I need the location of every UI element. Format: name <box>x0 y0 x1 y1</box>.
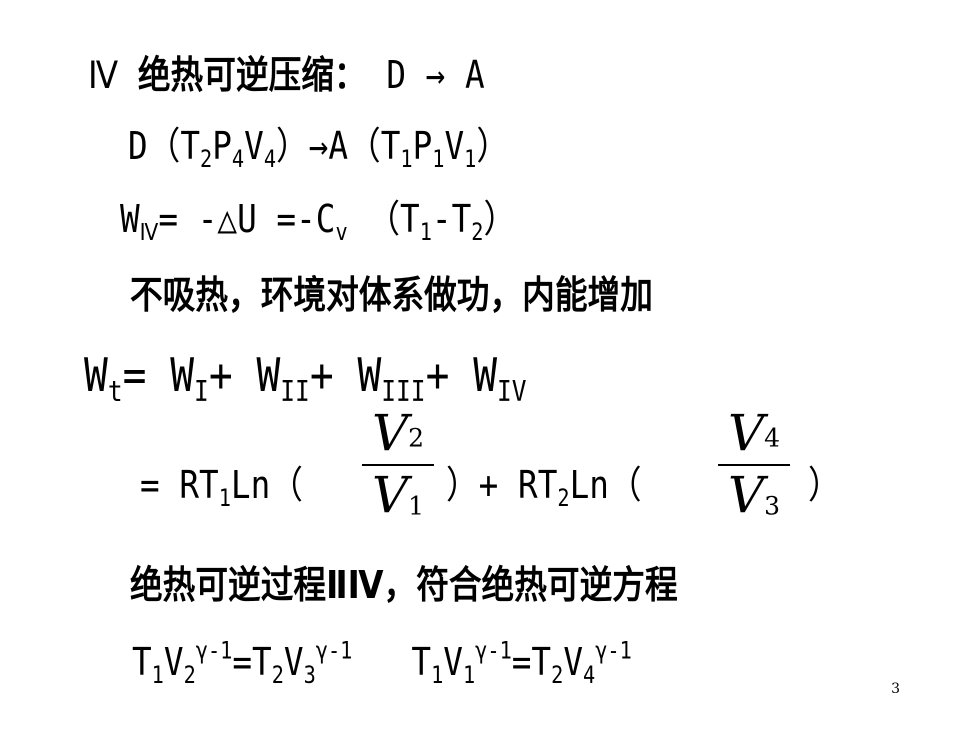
page-number: 3 <box>891 681 900 697</box>
fraction-v2-v1: V2 V1 <box>362 408 434 520</box>
rt-line-middle: ）+ RT2Ln（ <box>446 463 642 513</box>
total-work-line: Wt= WI+ WII+ WIII+ WIV <box>84 348 527 408</box>
roman-numeral: Ⅳ <box>88 53 119 97</box>
rt-line-close: ） <box>808 463 841 507</box>
state-line: D（T2P4V4）→A（T1P1V1） <box>128 124 510 174</box>
heading-line: Ⅳ 绝热可逆压缩： D → A <box>88 56 485 94</box>
note-adiabatic: 绝热可逆过程ⅡⅣ，符合绝热可逆方程 <box>130 563 678 607</box>
heading-arrow-expr: D → A <box>386 53 485 97</box>
fraction-v4-v3: V4 V3 <box>718 408 790 520</box>
work-iv-line: WⅣ= -△U =-Cv （T1-T2） <box>120 197 517 247</box>
note-heat: 不吸热，环境对体系做功，内能增加 <box>130 273 653 317</box>
heading-title: 绝热可逆压缩： <box>137 53 367 97</box>
rt-line-left: = RT1Ln（ <box>140 463 303 513</box>
adiabatic-equations: T1V2γ-1=T2V3γ-1 T1V1γ-1=T2V4γ-1 <box>132 636 632 690</box>
